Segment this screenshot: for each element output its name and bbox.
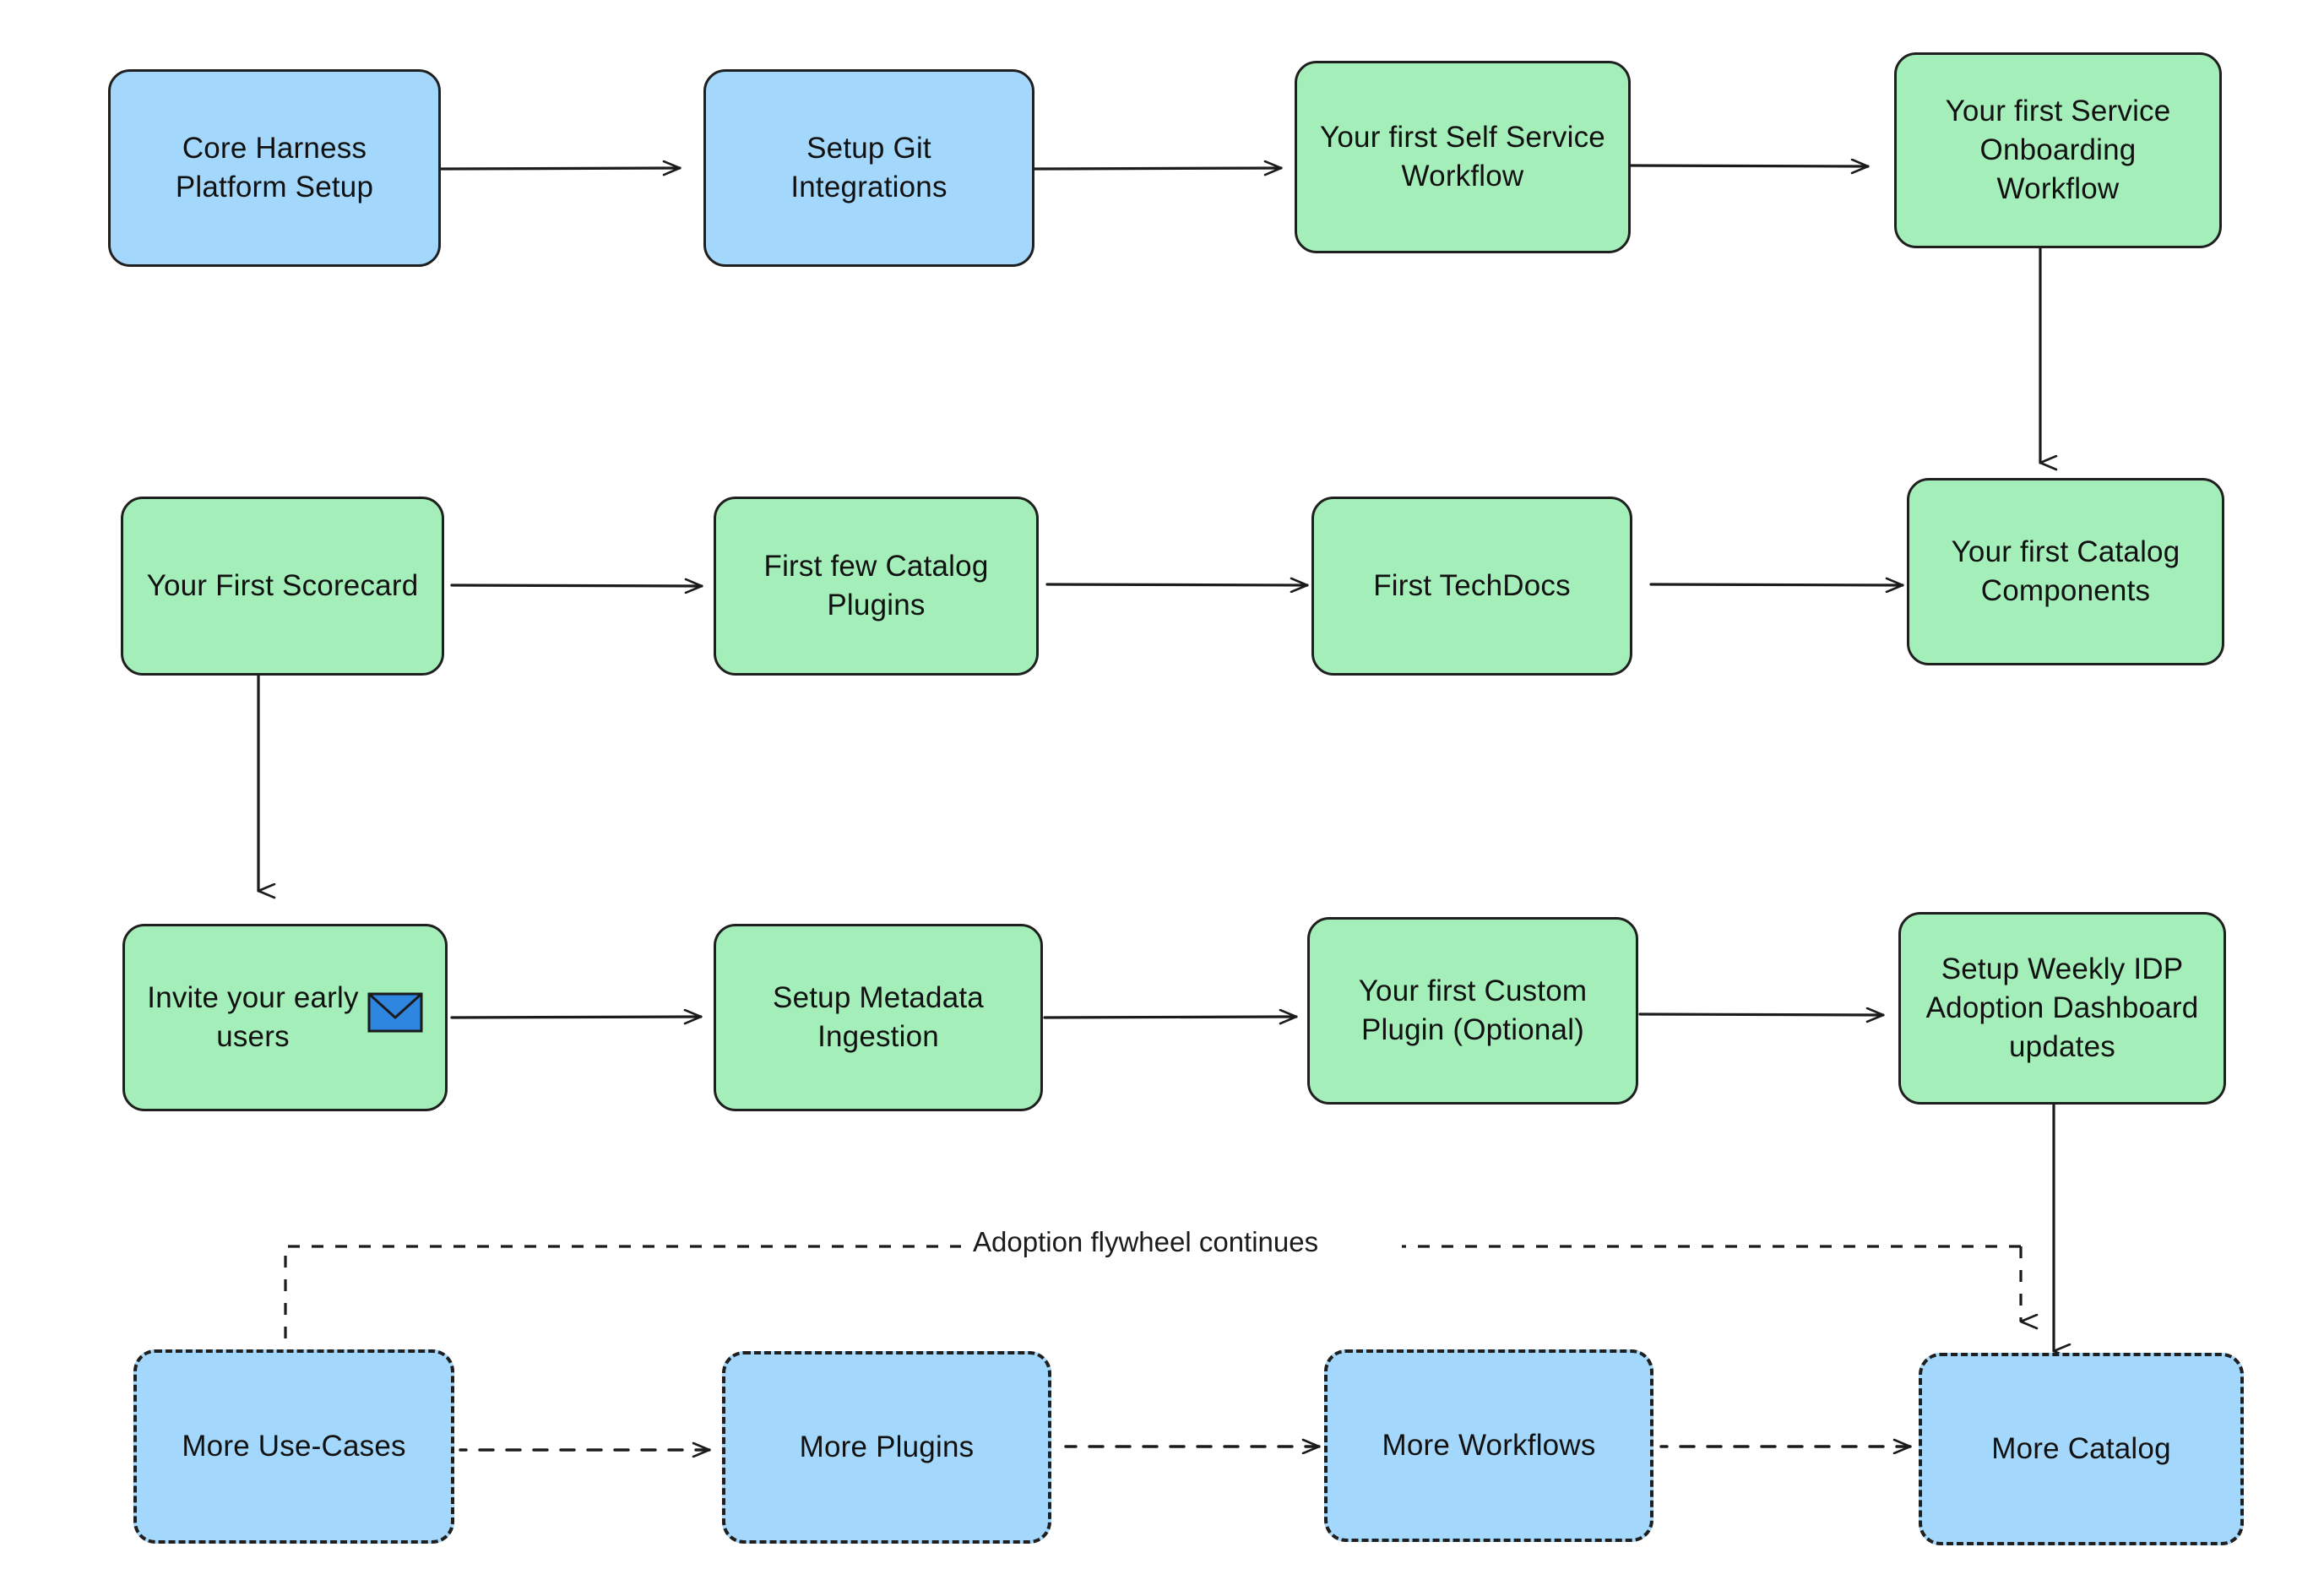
node-more-plugins[interactable]: More Plugins: [722, 1351, 1051, 1544]
envelope-icon: [367, 992, 423, 1043]
node-first-few-catalog-plugins[interactable]: First few Catalog Plugins: [714, 497, 1039, 676]
node-more-use-cases[interactable]: More Use-Cases: [133, 1349, 454, 1544]
node-label: Invite your early users: [147, 980, 359, 1053]
node-setup-weekly-idp-dashboard[interactable]: Setup Weekly IDP Adoption Dashboard upda…: [1898, 912, 2226, 1105]
node-your-first-scorecard[interactable]: Your First Scorecard: [121, 497, 444, 676]
node-label: First TechDocs: [1373, 568, 1571, 602]
edge-components-to-techdocs: [1649, 584, 1904, 585]
edge-metadata-to-customplugin: [1043, 1017, 1298, 1018]
node-label: Your first Service Onboarding Workflow: [1945, 94, 2171, 206]
node-invite-your-early-users[interactable]: Invite your early users: [122, 924, 448, 1111]
node-setup-metadata-ingestion[interactable]: Setup Metadata Ingestion: [714, 924, 1043, 1111]
edge-invite-to-metadata: [450, 1017, 703, 1018]
node-label: More Workflows: [1382, 1428, 1596, 1462]
node-label: Your First Scorecard: [146, 568, 419, 602]
node-more-workflows[interactable]: More Workflows: [1324, 1349, 1653, 1542]
node-label: Setup Git Integrations: [790, 131, 948, 204]
node-more-catalog[interactable]: More Catalog: [1919, 1353, 2244, 1545]
node-first-catalog-components[interactable]: Your first Catalog Components: [1907, 478, 2224, 665]
edge-customplugin-to-dashboard: [1638, 1014, 1885, 1015]
node-label: Your first Catalog Components: [1951, 535, 2180, 607]
node-label: More Use-Cases: [182, 1429, 406, 1463]
edge-core-to-git: [440, 168, 681, 169]
node-label: Setup Metadata Ingestion: [773, 980, 984, 1053]
node-label: Your first Self Service Workflow: [1320, 120, 1605, 193]
node-first-techdocs[interactable]: First TechDocs: [1311, 497, 1632, 676]
node-first-self-service-workflow[interactable]: Your first Self Service Workflow: [1295, 61, 1631, 253]
edge-plugins-to-scorecard: [450, 585, 703, 586]
node-label: More Catalog: [1991, 1431, 2171, 1465]
node-label: Core Harness Platform Setup: [175, 131, 374, 204]
edge-git-to-selfservice: [1032, 168, 1283, 169]
node-setup-git-integrations[interactable]: Setup Git Integrations: [703, 69, 1034, 267]
node-first-custom-plugin[interactable]: Your first Custom Plugin (Optional): [1307, 917, 1638, 1105]
node-label: Setup Weekly IDP Adoption Dashboard upda…: [1925, 952, 2199, 1064]
edge-flywheel-loop-top-left: [284, 1245, 1009, 1344]
node-label: First few Catalog Plugins: [763, 549, 989, 622]
node-first-service-onboarding-workflow[interactable]: Your first Service Onboarding Workflow: [1894, 52, 2222, 248]
edge-techdocs-to-plugins: [1045, 584, 1309, 585]
node-core-harness-platform-setup[interactable]: Core Harness Platform Setup: [108, 69, 441, 267]
edge-label-adoption-flywheel: Adoption flywheel continues: [961, 1226, 1331, 1258]
node-label: Your first Custom Plugin (Optional): [1358, 974, 1588, 1046]
node-label: More Plugins: [799, 1430, 975, 1463]
